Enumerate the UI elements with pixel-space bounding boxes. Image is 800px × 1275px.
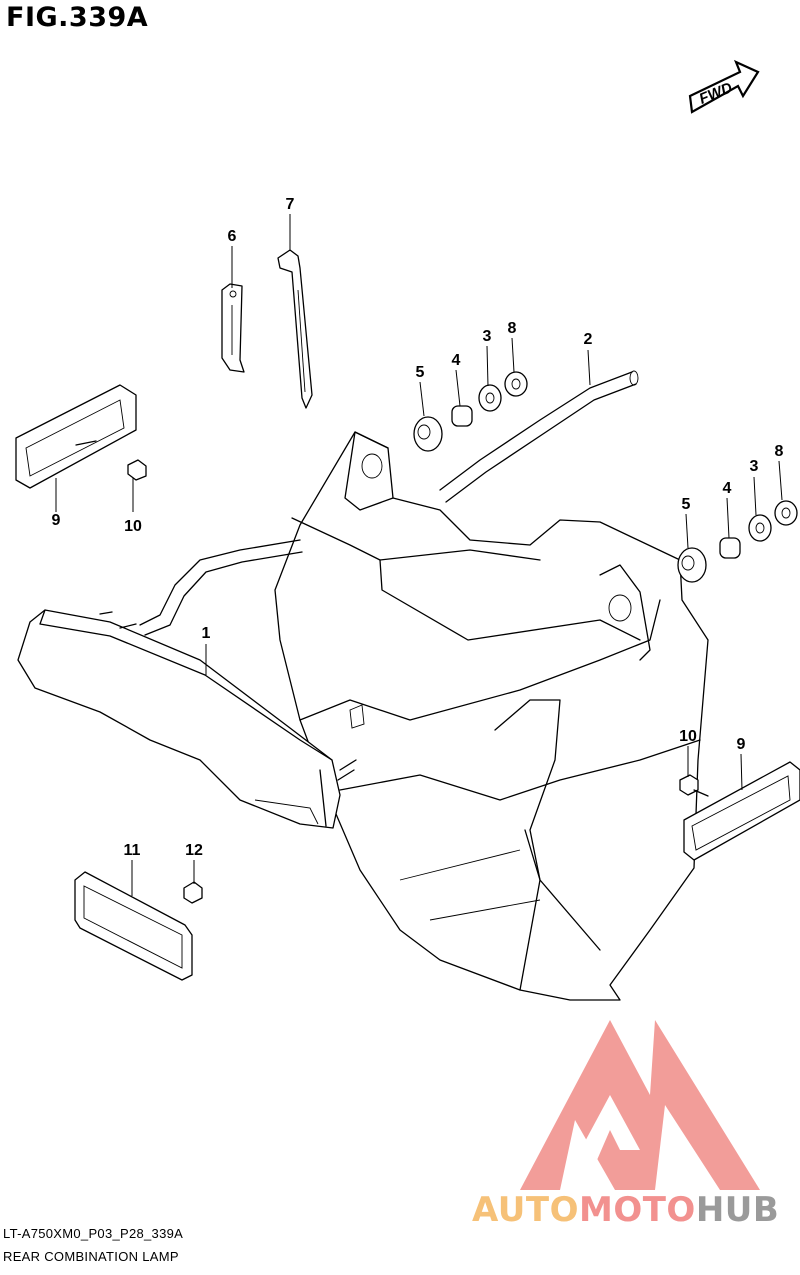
lamp-bracket-body <box>274 431 709 1001</box>
wire-harness <box>139 370 639 636</box>
leader-lines <box>55 214 783 896</box>
callout-8-right: 8 <box>775 443 784 460</box>
grommet-set-right <box>677 500 798 583</box>
reflector-left <box>15 384 147 489</box>
tail-lamp <box>17 609 357 829</box>
callout-5-right: 5 <box>682 496 691 513</box>
brand-moto: MOTO <box>578 1190 696 1230</box>
callout-4-left: 4 <box>452 352 461 369</box>
callout-7: 7 <box>286 196 295 213</box>
watermark-logo-icon <box>520 1020 760 1190</box>
figure-title: FIG.339A <box>6 2 149 33</box>
reflector-bottom <box>74 871 203 981</box>
callout-2: 2 <box>584 331 593 348</box>
cable-tie <box>277 249 313 409</box>
callout-5-left: 5 <box>416 364 425 381</box>
watermark-brand-text: AUTOMOTOHUB <box>472 1190 779 1230</box>
callout-3-left: 3 <box>483 328 492 345</box>
callout-9-right: 9 <box>737 736 746 753</box>
diagram-caption: REAR COMBINATION LAMP <box>3 1249 179 1264</box>
callout-4-right: 4 <box>723 480 732 497</box>
callout-12: 12 <box>185 842 203 859</box>
fwd-arrow-icon: FWD <box>688 59 760 114</box>
brand-hub: HUB <box>695 1190 780 1230</box>
grommet-set-left <box>413 371 528 452</box>
callout-10-right: 10 <box>679 728 697 745</box>
reflector-right <box>679 761 800 861</box>
model-code: LT-A750XM0_P03_P28_339A <box>3 1226 184 1241</box>
callout-6: 6 <box>228 228 237 245</box>
fwd-label: FWD <box>697 79 735 108</box>
callout-11: 11 <box>124 842 141 859</box>
brand-auto: AUTO <box>472 1190 579 1230</box>
callout-3-right: 3 <box>750 458 759 475</box>
callout-1: 1 <box>202 625 211 642</box>
callout-9-left: 9 <box>52 512 61 529</box>
callout-10-left: 10 <box>124 518 142 535</box>
callout-8-left: 8 <box>508 320 517 337</box>
callout-numbers: 1 2 3 3 4 4 5 5 6 7 8 8 9 9 10 10 11 12 <box>52 196 784 859</box>
wire-clamp <box>221 283 245 373</box>
